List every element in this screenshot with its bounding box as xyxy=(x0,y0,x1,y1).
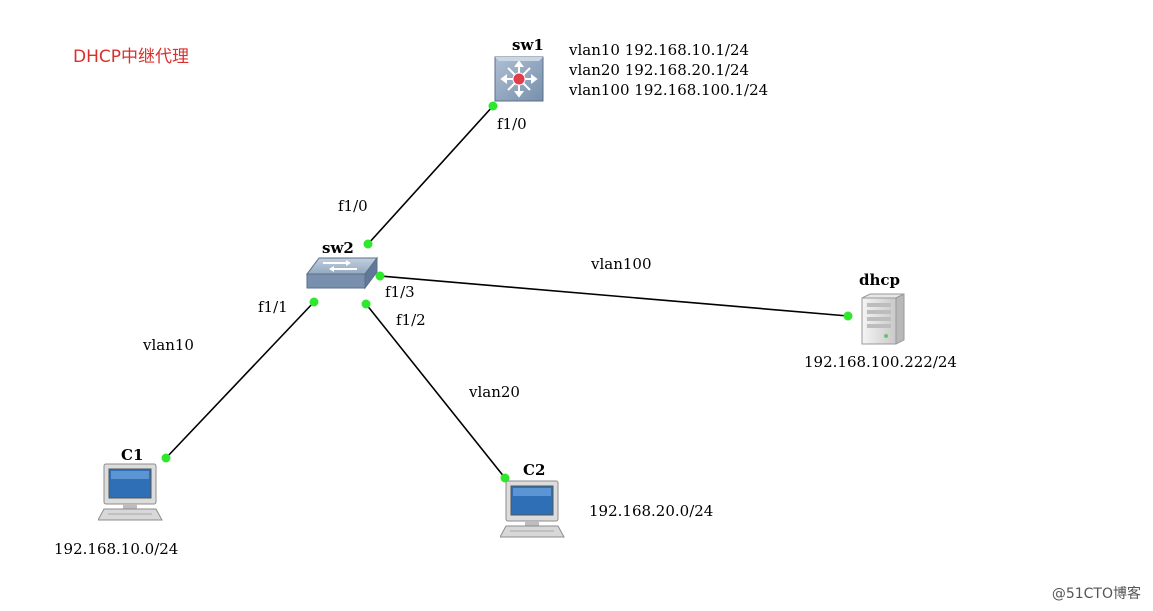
link-label-vlan20: vlan20 xyxy=(469,383,520,401)
port-label-sw2-f12: f1/2 xyxy=(396,311,426,329)
c2-hostname: C2 xyxy=(523,461,546,479)
sw2-device[interactable] xyxy=(305,256,379,296)
port-label-sw2-f11: f1/1 xyxy=(258,298,288,316)
port-dot-sw2-f13[interactable] xyxy=(375,271,385,281)
dhcp-ip-label: 192.168.100.222/24 xyxy=(804,353,957,371)
sw1-vlan-line: vlan100 192.168.100.1/24 xyxy=(569,81,769,99)
port-label-sw2-f13: f1/3 xyxy=(385,283,415,301)
dhcp-hostname: dhcp xyxy=(859,271,901,289)
sw1-device[interactable] xyxy=(494,56,544,106)
layer3-switch-icon xyxy=(494,56,544,102)
port-dot-c2[interactable] xyxy=(500,473,510,483)
layer2-switch-icon xyxy=(306,256,378,290)
watermark: @51CTO博客 xyxy=(1051,586,1141,602)
dhcp-server-device[interactable] xyxy=(858,292,906,350)
port-dot-c1[interactable] xyxy=(161,453,171,463)
port-dot-sw2-f11[interactable] xyxy=(309,297,319,307)
sw1-vlan-info: vlan10 192.168.10.1/24 vlan20 192.168.20… xyxy=(569,40,768,100)
link-sw2-c2[interactable] xyxy=(365,303,506,479)
port-dot-sw2-f10[interactable] xyxy=(363,239,373,249)
pc-icon xyxy=(499,480,565,538)
sw1-hostname: sw1 xyxy=(512,36,544,54)
c1-ip-label: 192.168.10.0/24 xyxy=(54,540,179,558)
c2-pc-device[interactable] xyxy=(499,479,566,545)
port-label-sw1-f10: f1/0 xyxy=(497,115,527,133)
port-dot-dhcp[interactable] xyxy=(843,311,853,321)
link-label-vlan100: vlan100 xyxy=(591,255,652,273)
sw1-vlan-line: vlan20 192.168.20.1/24 xyxy=(569,61,750,79)
sw1-vlan-line: vlan10 192.168.10.1/24 xyxy=(569,41,750,59)
link-sw1-sw2[interactable] xyxy=(367,105,494,245)
port-dot-sw1-f10[interactable] xyxy=(488,101,498,111)
c1-hostname: C1 xyxy=(121,446,144,464)
sw2-hostname: sw2 xyxy=(322,239,354,257)
link-sw2-c1[interactable] xyxy=(165,301,315,459)
link-sw2-dhcp[interactable] xyxy=(379,275,849,317)
port-dot-sw2-f12[interactable] xyxy=(361,299,371,309)
link-label-vlan10: vlan10 xyxy=(143,336,194,354)
diagram-title: DHCP中继代理 xyxy=(73,47,189,67)
c2-ip-label: 192.168.20.0/24 xyxy=(589,502,714,520)
server-icon xyxy=(861,293,905,345)
port-label-sw2-f10: f1/0 xyxy=(338,197,368,215)
c1-pc-device[interactable] xyxy=(97,462,164,528)
pc-icon xyxy=(97,463,163,521)
